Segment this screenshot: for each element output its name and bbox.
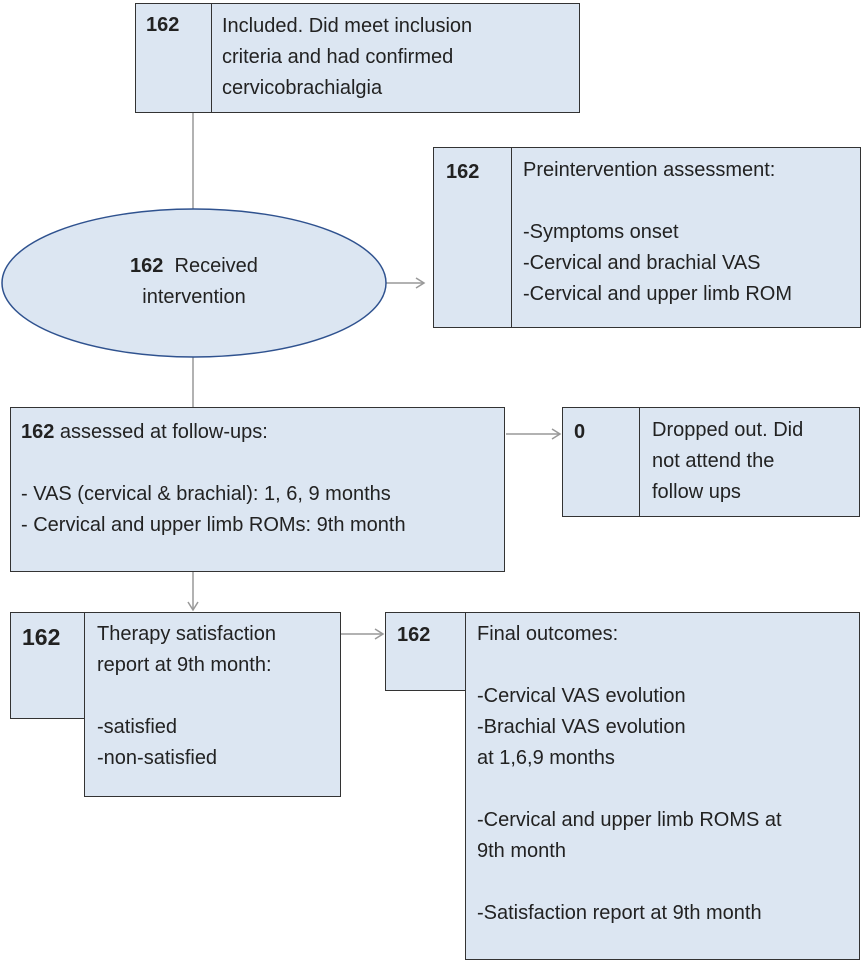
- satisfaction-item: -non-satisfied: [97, 747, 218, 769]
- arrowhead-dropped: [551, 428, 562, 440]
- final-item: 9th month: [477, 840, 566, 862]
- final-title: Final outcomes:: [477, 623, 619, 645]
- dropped-line: Dropped out. Did: [652, 419, 804, 441]
- final-item: at 1,6,9 months: [477, 747, 615, 769]
- arrowhead-final: [374, 628, 385, 640]
- preassessment-item: -Cervical and upper limb ROM: [523, 283, 792, 305]
- final-item: -Cervical and upper limb ROMS at: [477, 809, 782, 831]
- preassessment-item: -Cervical and brachial VAS: [523, 252, 761, 274]
- satisfaction-item: -satisfied: [97, 716, 178, 738]
- intervention-count: 162: [130, 255, 164, 277]
- final-text: Final outcomes: -Cervical VAS evolution …: [477, 619, 782, 929]
- satisfaction-text: Therapy satisfaction report at 9th month…: [97, 619, 276, 774]
- dropped-count-cell: [562, 407, 641, 517]
- included-line: cervicobrachialgia: [222, 77, 383, 99]
- satisfaction-line: report at 9th month:: [97, 654, 272, 676]
- intervention-line2: intervention: [142, 286, 246, 308]
- followup-item: - VAS (cervical & brachial): 1, 6, 9 mon…: [21, 483, 391, 505]
- intervention-label: 162 Received intervention: [40, 251, 348, 313]
- final-item: -Satisfaction report at 9th month: [477, 902, 762, 924]
- included-line: Included. Did meet inclusion: [222, 15, 473, 37]
- included-count: 162: [146, 14, 180, 36]
- followup-box: [10, 407, 505, 572]
- included-text-cell: [211, 3, 580, 113]
- arrowhead-satisfaction: [187, 601, 199, 612]
- final-count-cell: [385, 612, 467, 691]
- final-item: -Cervical VAS evolution: [477, 685, 686, 707]
- dropped-count: 0: [574, 421, 586, 443]
- followup-item: - Cervical and upper limb ROMs: 9th mont…: [21, 514, 406, 536]
- dropped-line: not attend the: [652, 450, 775, 472]
- intervention-ellipse: [1, 208, 387, 358]
- followup-count: 162: [21, 421, 55, 443]
- satisfaction-line: Therapy satisfaction: [97, 623, 276, 645]
- satisfaction-count: 162: [22, 624, 61, 650]
- dropped-text: Dropped out. Did not attend the follow u…: [652, 415, 803, 508]
- final-item: -Brachial VAS evolution: [477, 716, 686, 738]
- preassessment-text: Preintervention assessment: -Symptoms on…: [523, 155, 792, 310]
- dropped-line: follow ups: [652, 481, 741, 503]
- preassessment-title: Preintervention assessment:: [523, 159, 776, 181]
- followup-title: assessed at follow-ups:: [54, 421, 268, 443]
- dropped-text-cell: [639, 407, 860, 517]
- preassessment-text-cell: [511, 147, 861, 328]
- intervention-line1: Received: [174, 255, 258, 277]
- preassessment-count-cell: [433, 147, 513, 328]
- included-text: Included. Did meet inclusion criteria an…: [222, 11, 472, 104]
- satisfaction-text-cell: [84, 612, 341, 797]
- preassessment-item: -Symptoms onset: [523, 221, 679, 243]
- preassessment-count: 162: [446, 161, 480, 183]
- final-count: 162: [397, 624, 431, 646]
- followup-text: 162 assessed at follow-ups: - VAS (cervi…: [21, 417, 406, 541]
- included-line: criteria and had confirmed: [222, 46, 454, 68]
- final-text-cell: [465, 612, 860, 960]
- arrowhead-preassessment: [415, 277, 426, 289]
